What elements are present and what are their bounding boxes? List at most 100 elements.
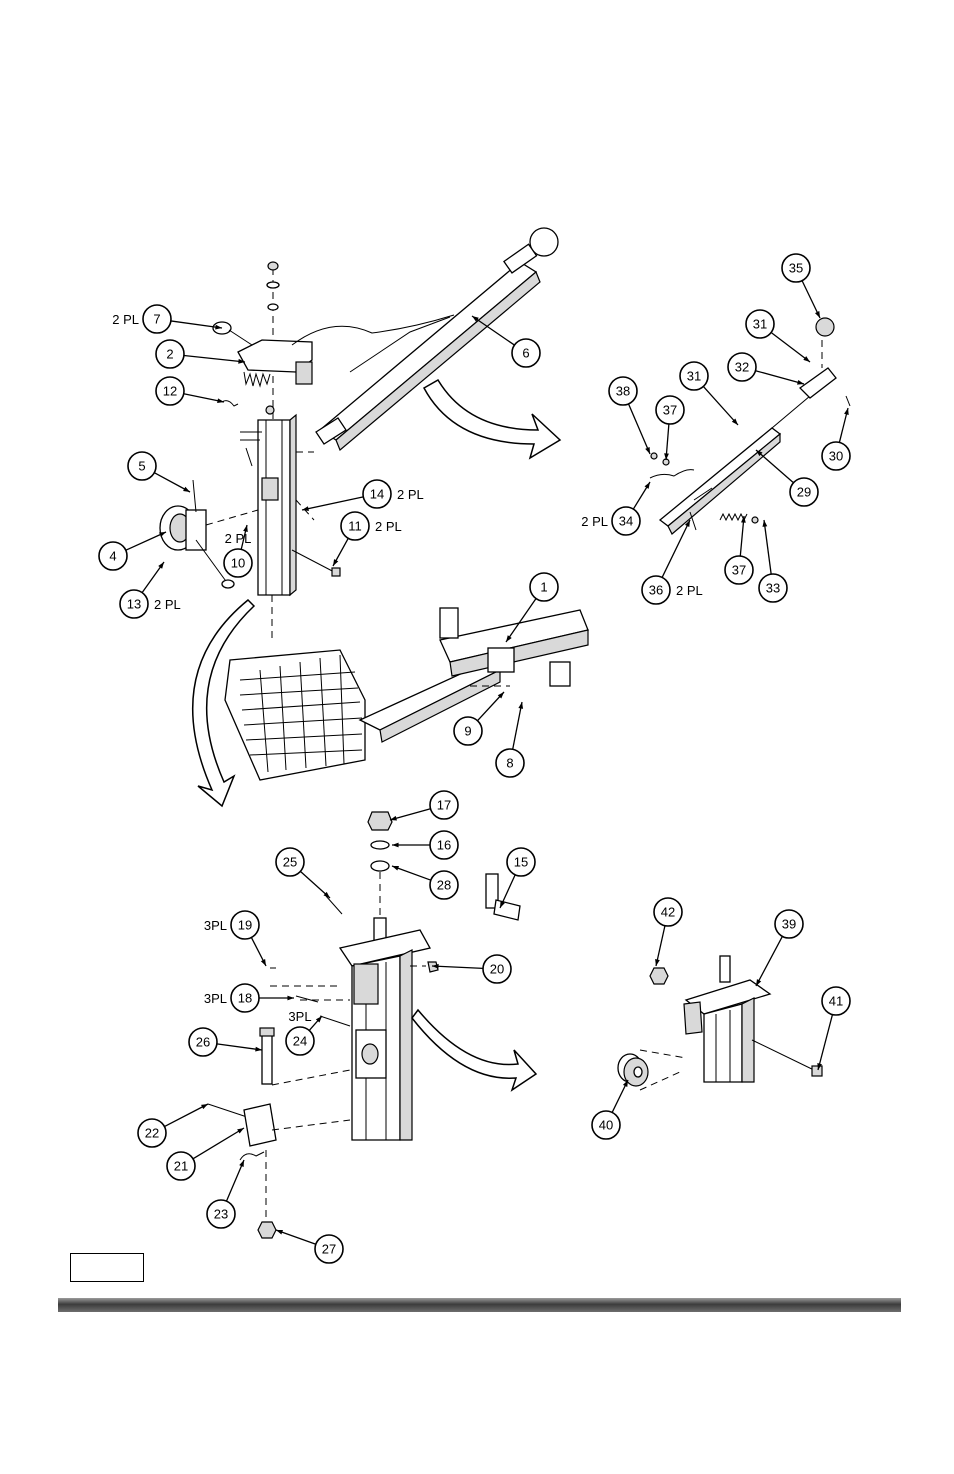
leader-line: [817, 1014, 834, 1071]
callout-balloon: [511, 338, 541, 368]
callout-7: 72 PL: [112, 304, 223, 334]
callout-37: 37: [655, 395, 685, 461]
callout-number: 7: [153, 312, 160, 327]
callout-number: 40: [599, 1118, 613, 1133]
arrow-to-pivot-detail: [191, 598, 256, 808]
leader-line: [655, 925, 666, 967]
callout-number: 22: [145, 1126, 159, 1141]
leader-arrowhead: [655, 959, 660, 966]
leader-line: [431, 965, 484, 970]
leader-line: [391, 865, 432, 881]
callout-balloon: [314, 1234, 344, 1264]
callout-40: 40: [591, 1079, 629, 1140]
callout-quantity-note: 2 PL: [375, 519, 402, 534]
leader-arrowhead: [302, 506, 309, 511]
callout-balloon: [724, 555, 754, 585]
leader-line: [275, 1229, 317, 1245]
callout-number: 25: [283, 855, 297, 870]
leader-line: [755, 370, 805, 385]
callout-8: 8: [495, 701, 525, 778]
callout-balloon: [429, 830, 459, 860]
leader-arrowhead: [756, 979, 762, 986]
callout-number: 42: [661, 905, 675, 920]
callout-28: 28: [391, 865, 459, 900]
callout-balloon: [340, 511, 370, 541]
callout-balloon: [745, 309, 775, 339]
leader-line: [183, 354, 246, 363]
callout-balloon: [495, 748, 525, 778]
callout-17: 17: [389, 790, 459, 821]
callout-number: 33: [766, 581, 780, 596]
callout-number: 30: [829, 449, 843, 464]
callout-number: 31: [687, 369, 701, 384]
leader-line: [755, 936, 783, 987]
callout-balloon: [275, 847, 305, 877]
callout-balloon: [230, 983, 260, 1013]
callout-quantity-note: 3PL: [204, 918, 227, 933]
leader-line: [801, 280, 821, 319]
callout-balloon: [223, 548, 253, 578]
callout-balloon: [429, 790, 459, 820]
callout-31: 31: [679, 361, 739, 426]
leader-arrowhead: [392, 866, 399, 871]
callout-number: 12: [163, 384, 177, 399]
callout-balloon: [127, 451, 157, 481]
callout-number: 28: [437, 878, 451, 893]
leader-arrowhead: [201, 1104, 208, 1110]
callout-32: 32: [727, 352, 805, 385]
leader-line: [661, 519, 691, 578]
leader-arrowhead: [215, 324, 222, 330]
callout-balloon: [230, 910, 260, 940]
callout-number: 17: [437, 798, 451, 813]
callout-number: 34: [619, 514, 633, 529]
callout-quantity-note: 2 PL: [154, 597, 181, 612]
callout-15: 15: [499, 847, 536, 909]
callout-number: 41: [829, 994, 843, 1009]
leader-arrowhead: [644, 482, 650, 489]
callout-number: 11: [348, 519, 362, 534]
callout-41: 41: [817, 986, 851, 1071]
callout-21: 21: [166, 1127, 245, 1181]
callout-balloon: [166, 1151, 196, 1181]
callout-number: 16: [437, 838, 451, 853]
callout-balloon: [285, 1026, 315, 1056]
leader-arrowhead: [287, 995, 294, 1001]
callout-number: 27: [322, 1242, 336, 1257]
callout-number: 26: [196, 1035, 210, 1050]
callout-number: 18: [238, 991, 252, 1006]
leader-arrowhead: [518, 702, 524, 709]
pivot-detail: [207, 811, 521, 1239]
callout-balloon: [482, 954, 512, 984]
leader-arrowhead: [158, 562, 164, 569]
callout-number: 15: [514, 855, 528, 870]
leader-line: [225, 1159, 245, 1202]
page-number-box: [70, 1253, 144, 1282]
leader-arrowhead: [392, 842, 399, 848]
callout-number: 39: [782, 917, 796, 932]
callout-balloon: [142, 304, 172, 334]
leader-arrowhead: [762, 520, 768, 527]
leader-arrowhead: [243, 525, 248, 532]
callout-6: 6: [471, 315, 541, 368]
callout-4: 4: [98, 531, 167, 571]
callout-number: 31: [753, 317, 767, 332]
leader-arrowhead: [239, 1160, 244, 1167]
callout-quantity-note: 2 PL: [676, 583, 703, 598]
callout-balloon: [591, 1110, 621, 1140]
callout-balloon: [821, 986, 851, 1016]
leader-arrowhead: [255, 1046, 262, 1052]
callout-16: 16: [392, 830, 459, 860]
leader-arrowhead: [645, 447, 650, 454]
mast-assembly: [159, 261, 341, 640]
callout-23: 23: [206, 1159, 245, 1229]
leader-arrowhead: [217, 398, 224, 404]
leader-arrowhead: [664, 453, 669, 460]
callout-balloon: [774, 909, 804, 939]
callout-33: 33: [758, 519, 788, 603]
leader-line: [770, 331, 811, 363]
callout-balloon: [608, 376, 638, 406]
callout-12: 12: [155, 376, 225, 406]
